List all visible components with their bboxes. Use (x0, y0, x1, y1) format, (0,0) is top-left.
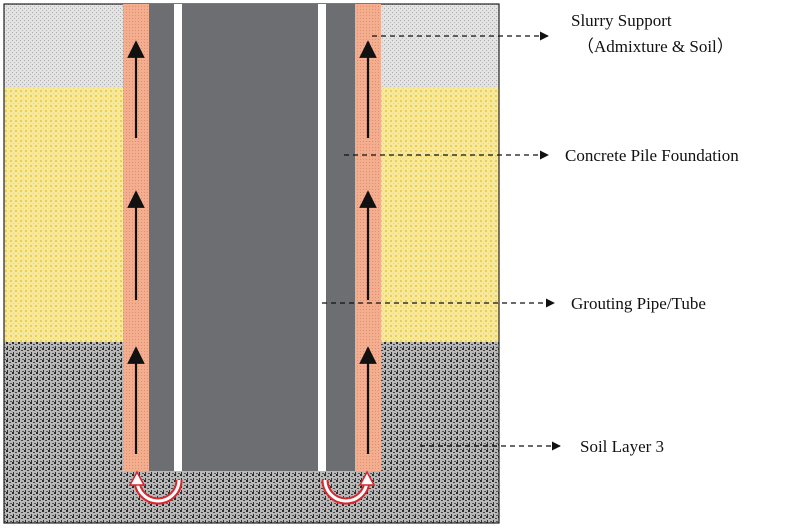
grout-tube-right (318, 4, 326, 471)
pile-wall-right (326, 4, 355, 471)
label-grouting-pipe: Grouting Pipe/Tube (571, 294, 706, 313)
return-arrow-left (128, 470, 183, 505)
grout-tube-left (174, 4, 182, 471)
leader-lines (322, 31, 561, 451)
pile-wall-left (149, 4, 174, 471)
pile-core (182, 4, 318, 471)
label-slurry-support: Slurry Support (571, 11, 672, 30)
label-concrete-pile: Concrete Pile Foundation (565, 146, 739, 165)
return-arrow-right (321, 470, 376, 505)
label-soil-layer: Soil Layer 3 (580, 437, 665, 456)
label-slurry-composition: （Admixture & Soil） (577, 37, 734, 56)
